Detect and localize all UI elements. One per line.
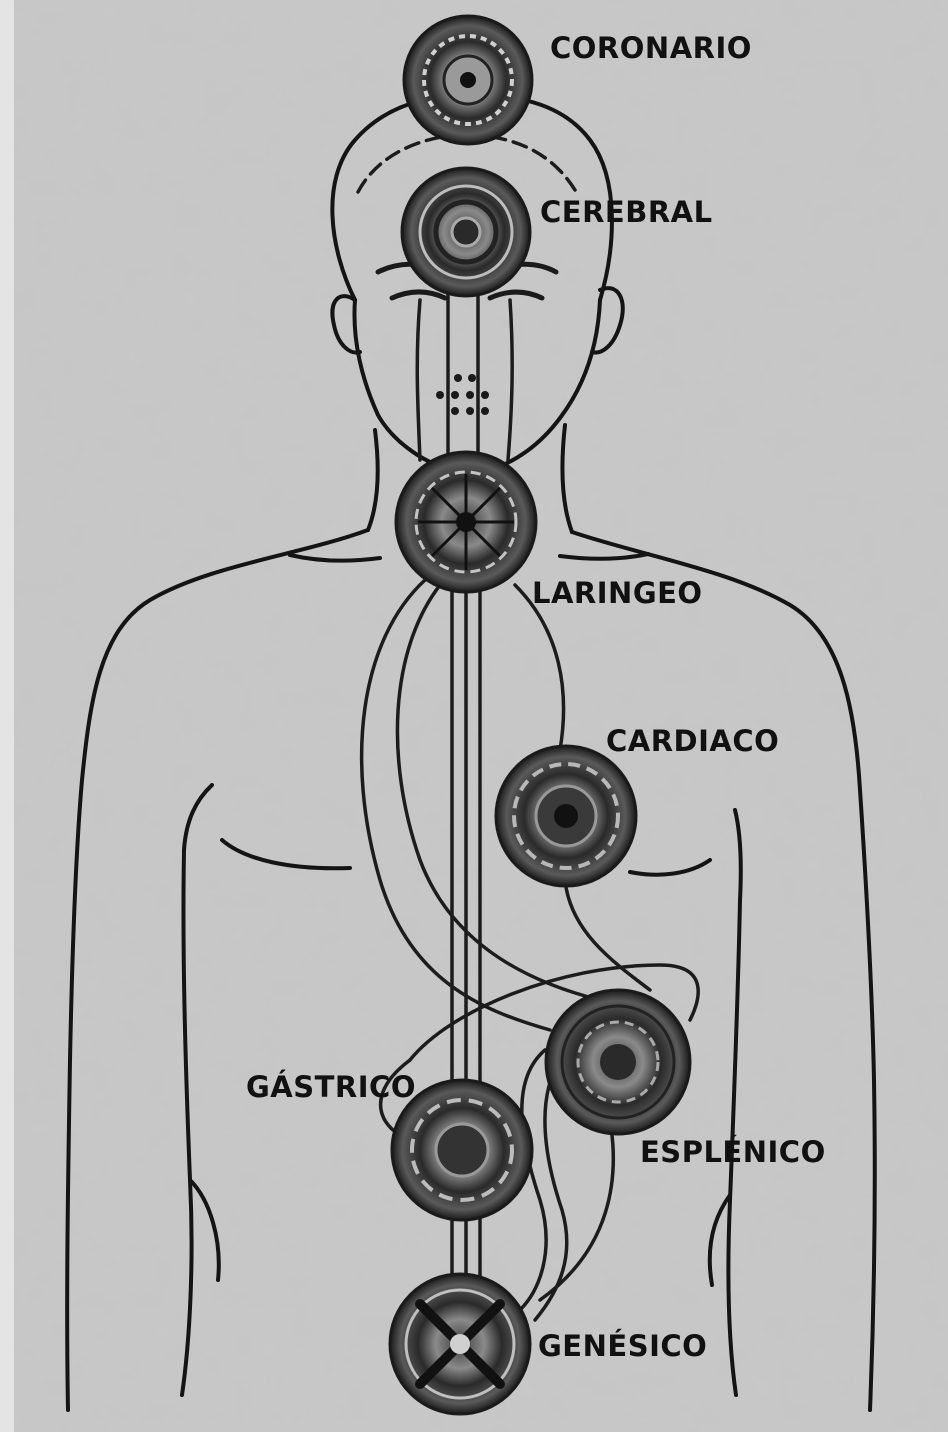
chakra-cerebral <box>402 168 530 296</box>
chakra-esplenico <box>546 990 690 1134</box>
label-genesico: GENÉSICO <box>538 1329 707 1363</box>
chakra-genesico <box>390 1274 530 1414</box>
left-margin <box>0 0 14 1432</box>
label-coronario: CORONARIO <box>550 31 752 65</box>
label-gastrico: GÁSTRICO <box>246 1070 416 1104</box>
label-esplenico: ESPLÉNICO <box>640 1135 826 1169</box>
chakra-cardiaco <box>496 746 636 886</box>
chakra-coronario <box>404 16 532 144</box>
label-laringeo: LARINGEO <box>532 576 703 610</box>
chakra-laringeo <box>396 452 536 592</box>
label-cardiaco: CARDIACO <box>606 724 779 758</box>
label-cerebral: CEREBRAL <box>540 195 713 229</box>
